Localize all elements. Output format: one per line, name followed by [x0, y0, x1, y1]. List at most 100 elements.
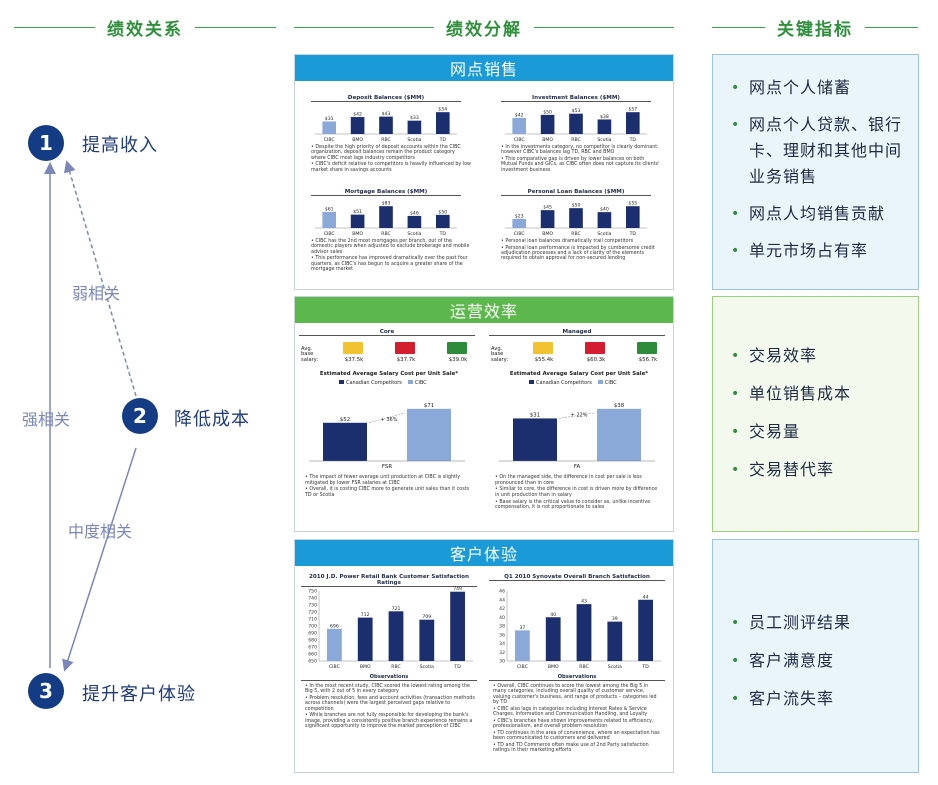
bar: [379, 116, 393, 134]
observations-title: Observations: [301, 674, 477, 681]
y-tick-label: 720: [308, 610, 317, 616]
bullet-text: • TD continues in the area of convenienc…: [493, 730, 660, 742]
bullet-text: • Similar to core, the difference in cos…: [495, 487, 658, 498]
bar-value-label: $43: [382, 111, 391, 117]
strong-relation-label: 强相关: [22, 410, 71, 429]
kpi-list-ops: •交易效率•单位销售成本•交易量•交易替代率: [731, 343, 908, 495]
chart-title: Deposit Balances ($MM): [311, 95, 461, 102]
bullet-text: • CIBC's branches have shown improvement…: [493, 718, 654, 730]
header-breakdown: 绩效分解: [294, 14, 674, 40]
bar-value-label: $53: [572, 108, 581, 114]
bullet-text: • Personal loan balances dramatically tr…: [501, 239, 634, 244]
bar-value-label: $50: [543, 109, 552, 115]
y-tick-label: 740: [308, 596, 317, 602]
ops-bar: [323, 422, 367, 461]
bar-value-label: $57: [628, 107, 637, 113]
bar: [569, 113, 583, 134]
kpi-item: •员工测评结果: [731, 610, 908, 636]
cx-chart-title: 2010 J.D. Power Retail Bank Customer Sat…: [301, 574, 477, 587]
chart-title: Mortgage Balances ($MM): [311, 189, 461, 196]
category-label: RBC: [579, 664, 588, 670]
y-tick-label: 44: [499, 597, 505, 603]
bar: [625, 112, 640, 134]
bar-value-label: $31: [325, 116, 334, 122]
bar: [322, 121, 337, 134]
mini-bar-chart: 750740730720710700690680670660650696CIBC…: [308, 586, 473, 670]
node-2-label: 降低成本: [174, 409, 250, 430]
y-tick-label: 700: [308, 624, 317, 630]
bar: [419, 619, 435, 661]
header-kpis-title: 关键指标: [777, 19, 853, 40]
legend-label: Canadian Competitors: [536, 380, 592, 386]
kpi-text: 交易量: [749, 422, 801, 441]
segment-title: Managed: [489, 329, 665, 336]
bar: [515, 630, 530, 661]
kpi-item: •客户流失率: [731, 686, 908, 712]
bullet-icon: •: [731, 80, 741, 96]
category-label: CIBC: [514, 137, 525, 143]
kpi-list-sales: •网点个人储蓄•网点个人贷款、银行卡、理财和其他中间业务销售•网点人均销售贡献•…: [731, 75, 908, 275]
bullet-text: • CIBC also lags in categories including…: [493, 706, 648, 718]
category-label: CIBC: [514, 231, 525, 237]
bullet-text: • CIBC has the 2nd most mortgages per br…: [311, 239, 470, 255]
bullet-icon: •: [731, 117, 741, 133]
y-tick-label: 680: [308, 638, 317, 644]
legend-swatch: [597, 380, 603, 384]
bar-value-label: $54: [438, 107, 447, 113]
bank-logo-icon: [395, 342, 415, 354]
y-tick-label: 650: [308, 659, 317, 665]
bar: [407, 120, 422, 134]
bullet-icon: •: [731, 243, 741, 259]
section-ops-title: 运营效率: [295, 297, 673, 323]
ops-legend: Canadian Competitors CIBC: [529, 380, 669, 386]
category-label: CIBC: [329, 664, 340, 670]
bar-value-label: $83: [382, 201, 391, 207]
weak-arrow: [63, 160, 137, 397]
bar-value-label: 749: [453, 586, 462, 592]
bar-value-label: $55: [628, 201, 637, 207]
node-3-badge: 3: [28, 673, 64, 709]
section-cx-title: 客户体验: [295, 540, 673, 566]
bank-logo-icon: [637, 342, 657, 354]
y-tick-label: 42: [499, 606, 505, 612]
bullet-icon: •: [731, 615, 741, 631]
bar-value-label: 721: [392, 606, 401, 612]
bullet-text: • Overall, CIBC continues to score the l…: [493, 684, 657, 706]
bar-value-label: $23: [515, 213, 524, 219]
base-salary-label: Avg. base salary:: [301, 346, 319, 363]
kpi-item: •交易效率: [731, 343, 908, 369]
node-3-label: 提升客户体验: [82, 684, 196, 705]
node-1-label: 提高收入: [82, 135, 158, 156]
bar-value-label: $50: [572, 203, 581, 209]
bar-value-label: 39: [612, 616, 618, 622]
bullet-text: • Overall, it is costing CIBC more to ge…: [305, 487, 470, 498]
y-tick-label: 690: [308, 631, 317, 637]
kpi-item: •客户满意度: [731, 648, 908, 674]
legend-swatch: [339, 380, 344, 384]
bullet-text: • In the investments category, no compet…: [501, 145, 659, 156]
ops-bar-value: $38: [614, 403, 625, 409]
bar-value-label: 37: [519, 625, 525, 631]
bullet-icon: •: [731, 348, 741, 364]
bar: [625, 206, 640, 228]
category-label: BMO: [542, 231, 553, 237]
ops-bar-value: $31: [530, 412, 540, 418]
node-2-badge: 2: [122, 398, 158, 434]
category-label: TD: [439, 137, 447, 143]
y-tick-label: 32: [499, 650, 505, 656]
header-kpis: 关键指标: [712, 14, 918, 40]
bar: [607, 621, 623, 661]
chart-title: Personal Loan Balances ($MM): [501, 189, 651, 196]
legend-label: CIBC: [604, 380, 617, 386]
bar: [350, 117, 365, 134]
chart-title: Investment Balances ($MM): [501, 95, 651, 102]
section-sales-title: 网点销售: [295, 55, 673, 81]
kpi-text: 交易替代率: [749, 460, 835, 479]
y-tick-label: 730: [308, 603, 317, 609]
kpi-item: •网点人均销售贡献: [731, 201, 908, 227]
observations-title: Observations: [489, 674, 665, 681]
